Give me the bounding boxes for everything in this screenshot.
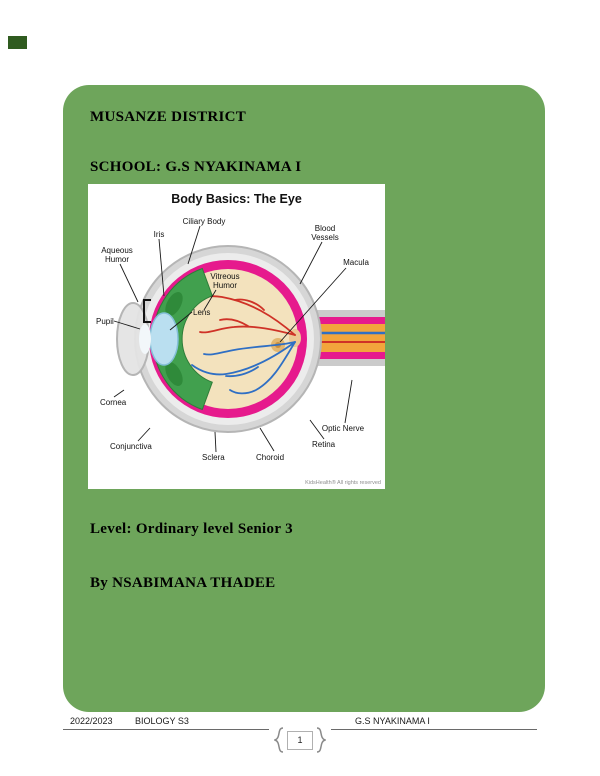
corner-accent-chip	[8, 36, 27, 49]
footer-year: 2022/2023	[70, 716, 113, 726]
label-choroid: Choroid	[256, 453, 285, 462]
label-macula: Macula	[343, 258, 369, 267]
page-number-box: 1	[287, 730, 313, 750]
label-retina: Retina	[312, 440, 336, 449]
label-ciliary-body: Ciliary Body	[182, 217, 226, 226]
label-blood-vessels: Blood Vessels	[311, 224, 339, 243]
eye-diagram-illustration	[113, 225, 385, 453]
school-title: SCHOOL: G.S NYAKINAMA I	[90, 159, 302, 175]
right-brace-icon	[316, 727, 326, 753]
page-number: 1	[269, 727, 331, 753]
figure-title: Body Basics: The Eye	[171, 192, 302, 206]
leader-lines	[113, 225, 353, 453]
cover-card: MUSANZE DISTRICT SCHOOL: G.S NYAKINAMA I	[63, 85, 545, 712]
label-optic-nerve: Optic Nerve	[321, 424, 365, 433]
figure-credit: KidsHealth® All rights reserved	[305, 480, 381, 486]
left-brace-icon	[274, 727, 284, 753]
district-title: MUSANZE DISTRICT	[90, 109, 247, 125]
label-sclera: Sclera	[202, 453, 225, 462]
label-iris: Iris	[153, 230, 165, 239]
level-line: Level: Ordinary level Senior 3	[90, 521, 293, 537]
label-vitreous-humor: Vitreous Humor	[210, 272, 240, 291]
author-line: By NSABIMANA THADEE	[90, 575, 276, 591]
label-aqueous-humor: Aqueous Humor	[101, 246, 133, 265]
label-lens: Lens	[193, 308, 211, 317]
footer-school: G.S NYAKINAMA I	[355, 716, 430, 726]
footer-subject: BIOLOGY S3	[135, 716, 189, 726]
label-cornea: Cornea	[100, 398, 127, 407]
eye-figure: Body Basics: The Eye Ciliary Body Iris B…	[88, 184, 385, 489]
label-pupil: Pupil	[96, 317, 114, 326]
label-conjunctiva: Conjunctiva	[110, 442, 152, 451]
